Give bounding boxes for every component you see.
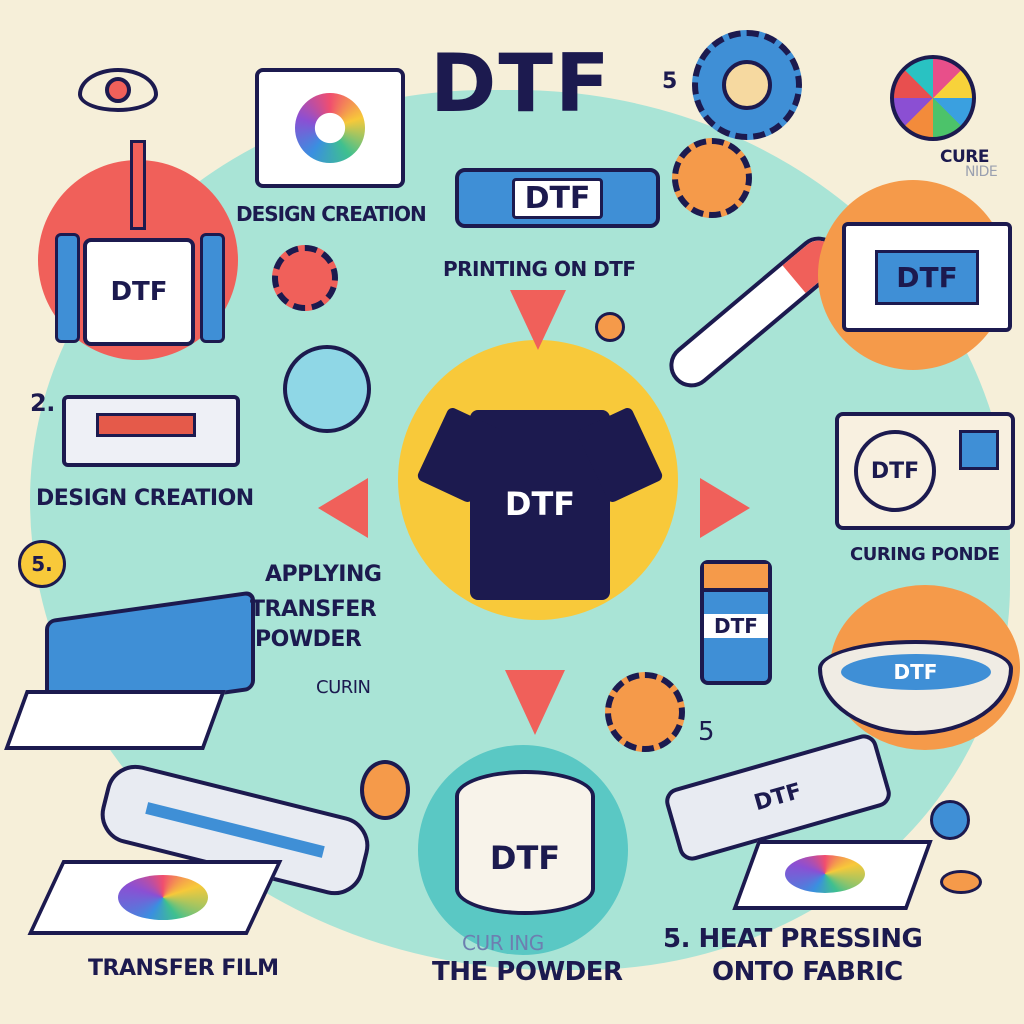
dial-icon xyxy=(360,760,410,820)
label-powder: POWDER xyxy=(255,627,362,652)
color-wheel-icon xyxy=(890,55,976,141)
label-five-center: 5 xyxy=(698,717,715,747)
dot-icon xyxy=(595,312,625,342)
shirt-label: DTF xyxy=(504,485,576,523)
sensor-icon xyxy=(283,345,371,433)
label-nide: NIDE xyxy=(965,164,998,180)
printer-paper xyxy=(4,690,226,750)
page-title: DTF xyxy=(430,37,612,130)
gear-icon xyxy=(272,245,338,311)
printer-arm xyxy=(130,140,146,230)
monitor-label: DTF xyxy=(875,249,979,305)
label-design-creation-top: DESIGN CREATION xyxy=(236,202,427,226)
tshirt-icon: DTF xyxy=(415,406,665,610)
color-wheel-icon xyxy=(118,875,208,920)
label-curing-ponde: CURING PONDE xyxy=(850,544,1000,565)
cartridge-icon xyxy=(62,395,240,467)
monitor-icon: DTF xyxy=(842,222,1012,332)
oven-icon: DTF xyxy=(835,412,1015,530)
label-transfer: TRANSFER xyxy=(250,597,377,622)
label-heat-pressing: 5. HEAT PRESSING xyxy=(663,924,923,954)
label-design-creation-left: DESIGN CREATION xyxy=(36,486,254,511)
eye-icon xyxy=(78,68,158,112)
step-5-badge: 5. xyxy=(18,540,66,588)
label-step-2: 2. xyxy=(30,389,55,417)
gear-icon xyxy=(692,30,802,140)
title-number: 5 xyxy=(662,69,677,94)
label-printing-on-dtf: PRINTING ON DTF xyxy=(443,257,636,281)
jar-icon: DTF xyxy=(700,560,772,685)
gear-icon xyxy=(605,672,685,752)
arrow-down-icon xyxy=(505,670,565,735)
arrow-left-icon xyxy=(318,478,368,538)
label-the-powder: THE POWDER xyxy=(432,957,623,987)
arrow-down-icon xyxy=(510,290,566,350)
roller-printer-icon: DTF xyxy=(55,228,225,348)
bowl-label: DTF xyxy=(893,660,938,684)
bucket-icon: DTF xyxy=(455,770,595,915)
dot-icon xyxy=(930,800,970,840)
bucket-label: DTF xyxy=(489,838,561,877)
tube-label: DTF xyxy=(511,177,604,219)
color-wheel-icon xyxy=(785,855,865,893)
jar-label: DTF xyxy=(704,614,768,638)
label-transfer-film: TRANSFER FILM xyxy=(88,956,279,981)
dtf-tube: DTF xyxy=(455,168,660,228)
oven-label: DTF xyxy=(870,458,920,484)
label-cure: CURE xyxy=(940,147,989,167)
label-onto-fabric: ONTO FABRIC xyxy=(712,957,903,987)
design-canvas-icon xyxy=(255,68,405,188)
dot-icon xyxy=(940,870,982,894)
step-5-label: 5. xyxy=(31,552,53,576)
label-applying: APPLYING xyxy=(265,562,382,587)
arrow-right-icon xyxy=(700,478,750,538)
left-printer-label: DTF xyxy=(110,277,168,307)
heat-press-label: DTF xyxy=(751,778,805,817)
label-curin: CURIN xyxy=(316,677,371,698)
gear-icon xyxy=(672,138,752,218)
label-curing-faded: CUR ING xyxy=(462,931,544,955)
